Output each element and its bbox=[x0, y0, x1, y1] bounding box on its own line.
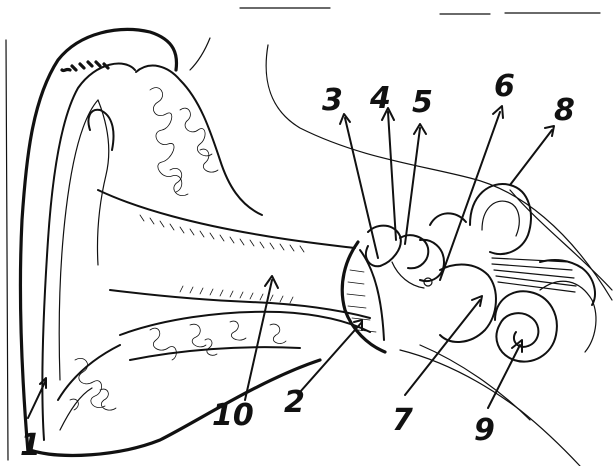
label-5: 5 bbox=[412, 85, 433, 120]
label-3: 3 bbox=[322, 83, 343, 118]
arrow-7 bbox=[405, 300, 480, 395]
pinna bbox=[20, 29, 320, 455]
label-10: 10 bbox=[212, 398, 254, 433]
label-6: 6 bbox=[494, 69, 515, 104]
arrow-5 bbox=[405, 128, 420, 244]
label-8: 8 bbox=[554, 93, 575, 128]
label-9: 9 bbox=[474, 413, 495, 448]
label-2: 2 bbox=[284, 385, 305, 420]
cochlea bbox=[495, 281, 596, 361]
arrow-6 bbox=[440, 112, 500, 280]
arrow-2 bbox=[300, 322, 362, 392]
arrow-4 bbox=[388, 112, 396, 240]
labels: 1 2 3 4 5 6 7 8 9 10 bbox=[20, 69, 575, 463]
cartilage-upper bbox=[136, 38, 262, 215]
arrow-3 bbox=[345, 118, 378, 258]
ear-canal bbox=[98, 190, 370, 318]
label-4: 4 bbox=[369, 81, 391, 116]
label-7: 7 bbox=[392, 403, 413, 438]
semicircular-canals bbox=[430, 184, 531, 254]
arrow-8 bbox=[510, 130, 552, 185]
label-1: 1 bbox=[20, 428, 41, 463]
